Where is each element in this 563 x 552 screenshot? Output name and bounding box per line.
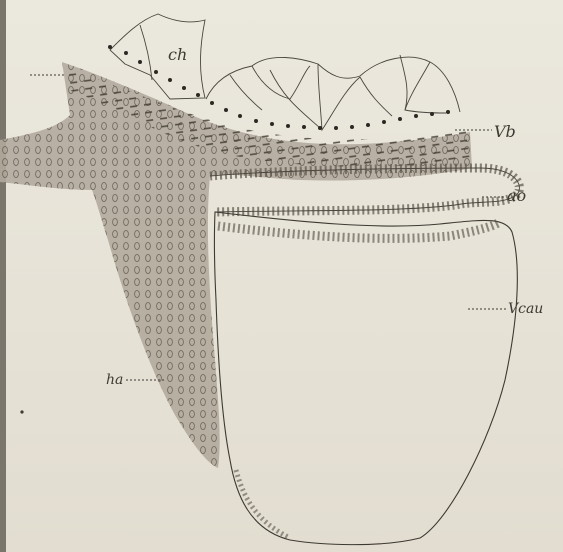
label-ch: ch — [168, 47, 187, 63]
label-vcau: Vcau — [508, 302, 543, 316]
tissue-cells — [0, 62, 472, 468]
vein-wall-cells — [218, 222, 500, 238]
label-ao: ao — [507, 188, 526, 204]
label-vb: Vb — [494, 124, 516, 140]
label-ha: ha — [106, 373, 123, 387]
plate-edge — [0, 0, 6, 552]
caudal-vein — [214, 212, 517, 545]
